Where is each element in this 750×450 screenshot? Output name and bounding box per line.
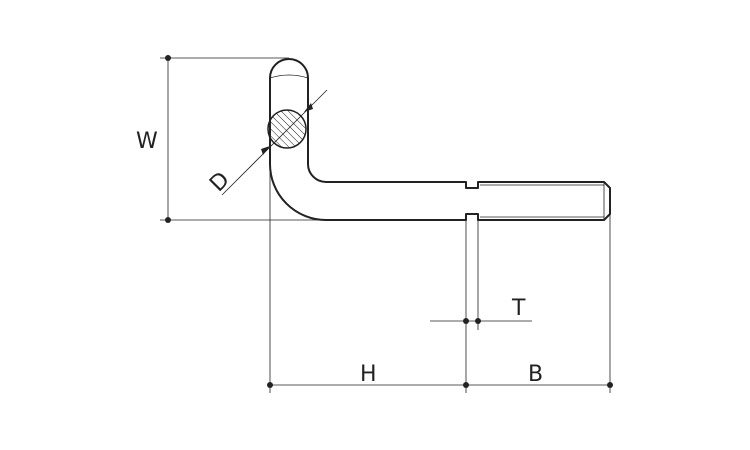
cross-section-circle <box>267 109 307 149</box>
bend-end-arc <box>269 74 309 79</box>
dim-label-d: D <box>205 167 235 197</box>
hb-dot-middle <box>463 382 469 388</box>
extension-lines <box>269 164 611 393</box>
b-dot-right <box>607 382 613 388</box>
dimension-t: T <box>430 296 532 324</box>
d-arrow-lower <box>261 146 270 155</box>
t-dot-right <box>475 318 481 324</box>
dim-label-b: B <box>528 362 543 387</box>
t-dot-left <box>463 318 469 324</box>
w-dot-top <box>165 55 171 61</box>
w-dot-bottom <box>165 217 171 223</box>
dimension-w: W <box>136 55 326 223</box>
dim-label-h: H <box>360 362 377 387</box>
bolt-body <box>269 58 611 221</box>
dim-label-w: W <box>136 129 158 154</box>
d-arrow-upper <box>304 103 313 112</box>
dimension-h-b: H B <box>267 362 613 388</box>
bolt-outline <box>269 58 611 221</box>
h-dot-left <box>267 382 273 388</box>
dim-label-t: T <box>511 296 526 321</box>
